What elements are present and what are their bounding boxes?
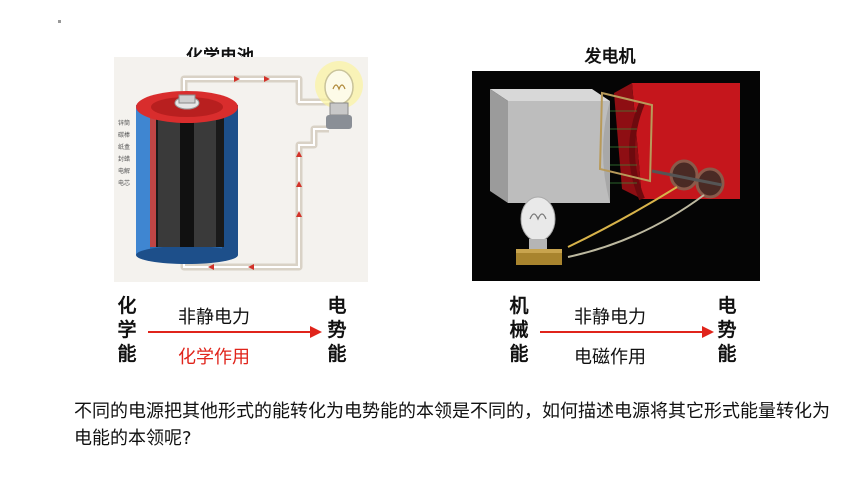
battery-legend-item: 电芯 [118, 180, 131, 187]
electromagnetic-action-label: 电磁作用 [574, 347, 646, 368]
battery-legend-item: 纸盒 [118, 144, 131, 151]
battery-legend-item: 电解 [118, 168, 131, 175]
left-conversion-arrow [148, 324, 324, 340]
right-potential-energy-label: 电 势 能 [717, 295, 737, 365]
battery-legend-item: 碳棒 [118, 132, 131, 139]
mechanical-energy-label: 机 械 能 [509, 295, 529, 365]
corner-dot [58, 20, 61, 23]
right-conversion-arrow [540, 324, 716, 340]
question-text: 不同的电源把其他形式的能转化为电势能的本领是不同的，如何描述电源将其它形式能量转… [74, 401, 830, 449]
generator-image [472, 71, 760, 281]
chemical-energy-label: 化 学 能 [117, 295, 137, 365]
left-potential-energy-label: 电 势 能 [327, 295, 347, 365]
battery-circuit-image [114, 57, 368, 282]
battery-legend-item: 锌筒 [118, 120, 131, 127]
right-nonelectrostatic-force-label: 非静电力 [574, 307, 646, 328]
battery-legend: 锌筒 碳棒 纸盒 封蜡 电解 电芯 [118, 118, 130, 190]
left-nonelectrostatic-force-label: 非静电力 [178, 307, 250, 328]
generator-title: 发电机 [584, 47, 636, 67]
chemical-action-label: 化学作用 [178, 347, 250, 368]
battery-legend-item: 封蜡 [118, 156, 131, 163]
